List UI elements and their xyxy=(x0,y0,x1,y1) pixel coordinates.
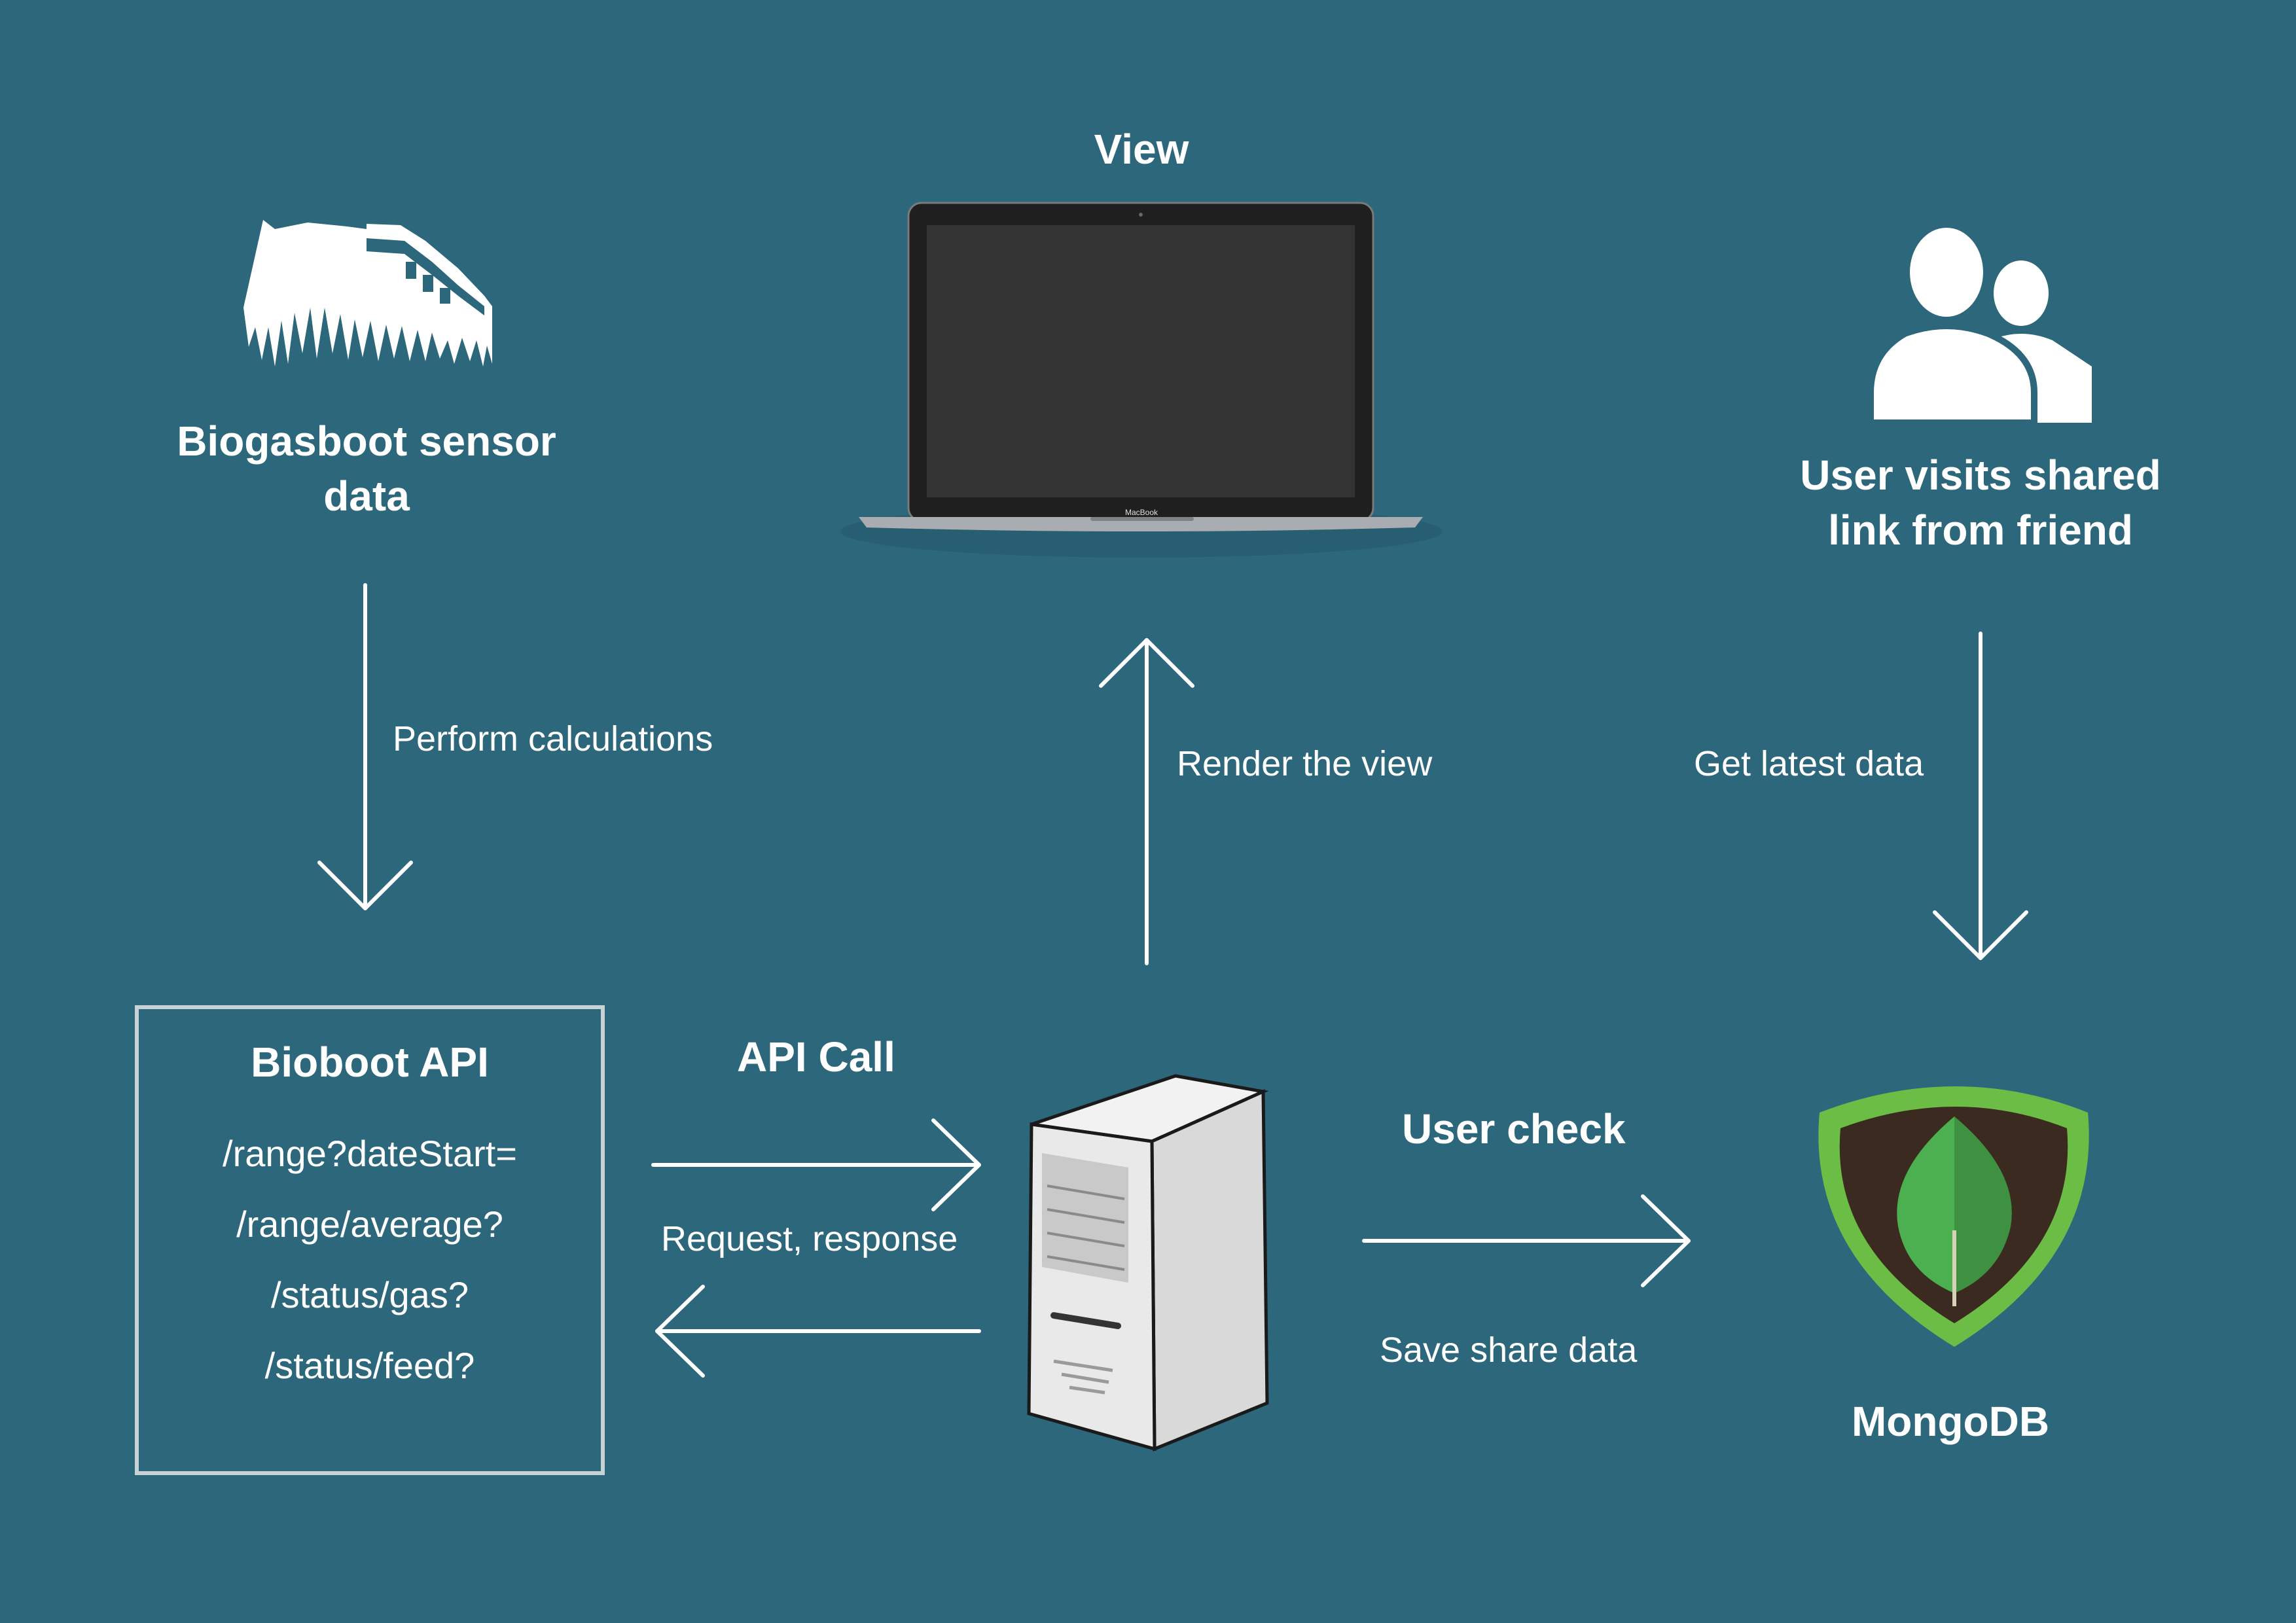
api-route-feed: /status/feed? xyxy=(264,1345,475,1386)
boat-icon xyxy=(243,220,492,366)
mongodb-title: MongoDB xyxy=(1851,1398,2050,1445)
label-user-check: User check xyxy=(1402,1105,1626,1152)
arrow-sensor-to-api xyxy=(317,583,413,910)
api-route-average: /range/average? xyxy=(236,1204,503,1245)
api-title: Bioboot API xyxy=(251,1039,489,1086)
sensor-title-line2: data xyxy=(323,473,410,520)
label-save-share-data: Save share data xyxy=(1380,1330,1638,1370)
arrow-server-to-view xyxy=(1099,638,1194,965)
api-route-range: /range?dateStart= xyxy=(223,1133,517,1174)
arrow-server-to-api xyxy=(655,1285,981,1378)
bioboot-api-box: Bioboot API /range?dateStart= /range/ave… xyxy=(135,1005,605,1475)
laptop-brand-label: MacBook xyxy=(1124,508,1158,517)
label-perform-calculations: Perform calculations xyxy=(393,719,713,758)
user-title-line2: link from friend xyxy=(1828,507,2133,554)
arrow-api-to-server xyxy=(651,1118,981,1211)
view-title: View xyxy=(1094,126,1189,173)
arrow-user-to-db xyxy=(1933,632,2028,960)
mongodb-leaf-icon xyxy=(1818,1086,2089,1347)
users-icon xyxy=(1867,228,2092,426)
sensor-title: Biogasboot sensor data xyxy=(157,414,576,524)
user-title-line1: User visits shared xyxy=(1800,452,2161,499)
user-title: User visits shared link from friend xyxy=(1754,448,2207,558)
server-tower-icon xyxy=(1027,1074,1269,1452)
label-request-response: Request, response xyxy=(661,1219,958,1258)
sensor-title-line1: Biogasboot sensor xyxy=(177,418,556,465)
label-render-view: Render the view xyxy=(1177,744,1433,783)
api-route-gas: /status/gas? xyxy=(271,1274,469,1315)
label-api-call: API Call xyxy=(737,1033,895,1080)
laptop-icon xyxy=(840,202,1443,558)
arrow-server-to-db xyxy=(1362,1194,1691,1287)
label-get-latest-data: Get latest data xyxy=(1694,744,1924,783)
